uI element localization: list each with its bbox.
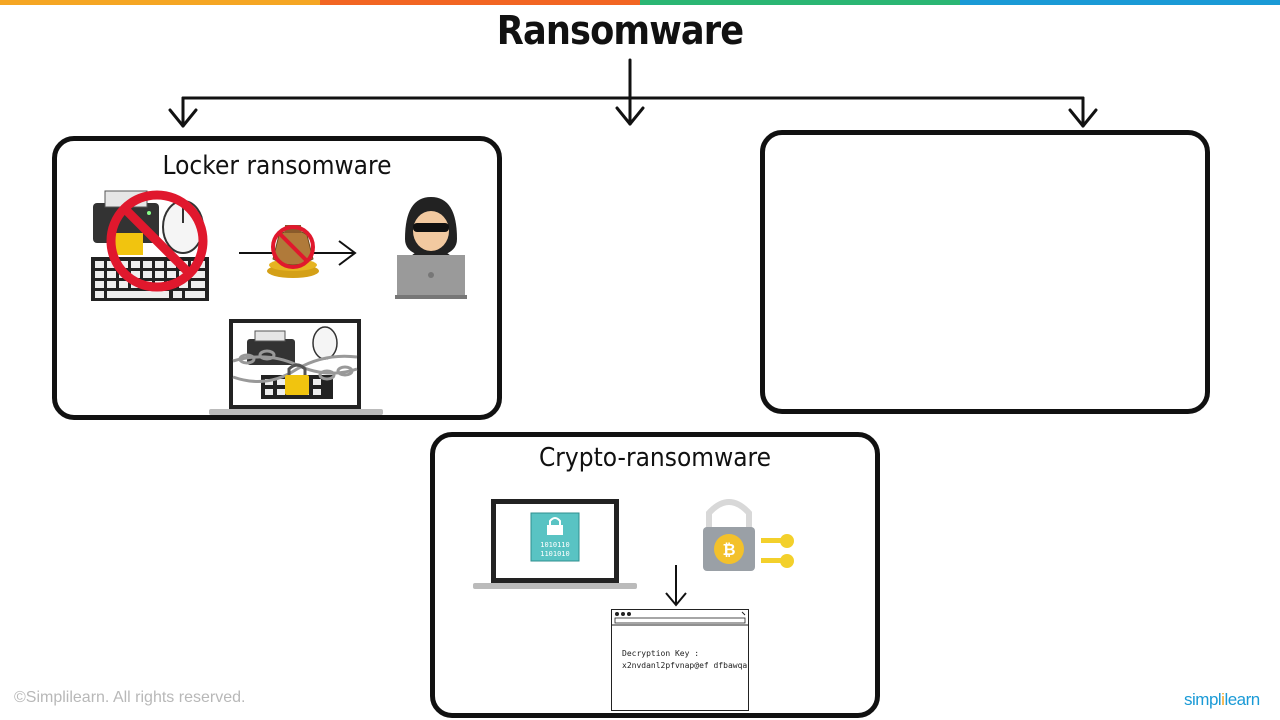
top-bar-segment-red (320, 0, 640, 5)
laptop-icon (395, 255, 467, 299)
bitcoin-padlock-icon: ₿ (703, 499, 755, 571)
connector-arrows (168, 58, 1098, 128)
encrypted-file-icon: 1010110 1101010 (530, 512, 580, 562)
hacker-icon (395, 197, 467, 299)
arrow-down-icon (665, 565, 687, 607)
locker-ransomware-title: Locker ransomware (162, 151, 392, 181)
top-bar-segment-blue (960, 0, 1280, 5)
prohibit-icon (271, 225, 315, 269)
padlock-icon (285, 363, 309, 395)
mouse-icon (312, 326, 338, 360)
crypto-ransomware-title: Crypto-ransomware (538, 443, 772, 473)
top-bar-segment-orange (0, 0, 320, 5)
svg-text:1101010: 1101010 (540, 550, 570, 558)
printer-icon (93, 190, 159, 255)
top-color-bar (0, 0, 1280, 5)
keyboard-icon (91, 257, 209, 301)
bitcoin-lock-illustration: ₿ (703, 499, 794, 571)
key-icon (761, 534, 794, 568)
logo-text-part2: learn (1224, 690, 1260, 709)
browser-window-icon: Decryption Key : x2nvdanl2pfvnap@ef dfba… (611, 609, 749, 711)
simplilearn-logo: simplilearn (1184, 690, 1260, 710)
prohibit-icon (106, 190, 208, 292)
decryption-key-value: x2nvdanl2pfvnap@ef dfbawqa (622, 661, 748, 670)
footer-copyright: ©Simplilearn. All rights reserved. (14, 689, 246, 706)
browser-toolbar (612, 610, 748, 626)
svg-text:₿: ₿ (722, 540, 735, 559)
laptop-icon (209, 319, 383, 415)
logo-text-part1: simpl (1184, 690, 1222, 709)
decryption-key-label: Decryption Key : (622, 649, 700, 658)
ransom-payment-illustration (239, 225, 357, 278)
blocked-devices-illustration (91, 190, 209, 301)
decryption-key-text: Decryption Key : x2nvdanl2pfvnap@ef dfba… (622, 648, 747, 672)
svg-text:1010110: 1010110 (540, 541, 570, 549)
top-bar-segment-green (640, 0, 960, 5)
logo-text-bar: i (1221, 690, 1225, 709)
page-title: Ransomware (496, 8, 744, 54)
third-category-box (760, 130, 1210, 414)
crypto-ransomware-box: Crypto-ransomware 1010110 1101010 ₿ (430, 432, 880, 718)
encrypted-laptop-illustration: 1010110 1101010 (473, 499, 637, 589)
locker-ransomware-box: Locker ransomware (52, 136, 502, 420)
locked-laptop-illustration (209, 319, 383, 415)
